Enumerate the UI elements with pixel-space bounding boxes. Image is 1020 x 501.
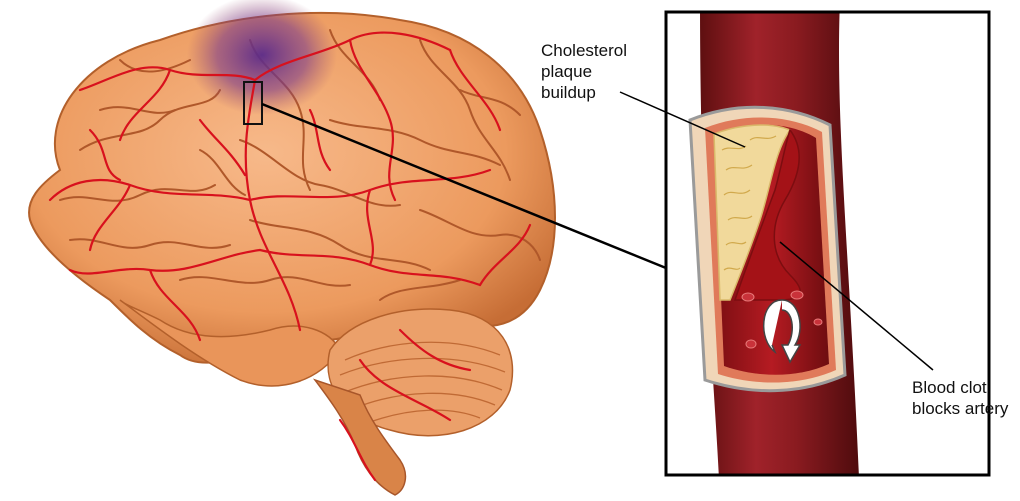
blood-cell [814,319,822,325]
blood-cell [746,340,756,348]
clot-label: Blood clot blocks artery [912,377,1008,419]
brain [29,0,555,495]
blood-cell [742,293,754,301]
blood-cell [791,291,803,299]
artery-inset [666,0,989,501]
plaque-label: Cholesterol plaque buildup [541,40,627,103]
